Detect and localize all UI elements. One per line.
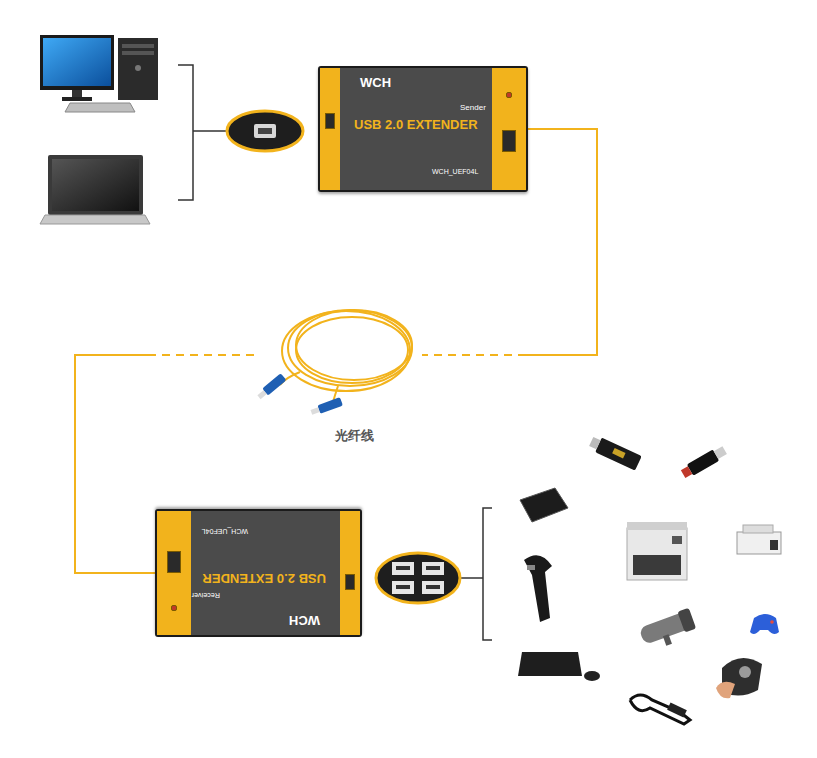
desktop-computer (40, 35, 158, 112)
fiber-cable (280, 310, 412, 402)
bracket (460, 508, 492, 640)
usb-port (345, 574, 355, 590)
extender-box: WCH SenderUSB 2.0 EXTENDER WCH_UEF04L (318, 66, 528, 192)
sc-connector (256, 373, 343, 416)
dash-gap (156, 350, 162, 360)
usb-devices (518, 434, 781, 724)
fiber-link (75, 129, 597, 573)
dash-gap (226, 350, 232, 360)
port-callout (376, 553, 460, 603)
end-cap (320, 68, 340, 190)
status-led (171, 605, 177, 611)
fiber-port (502, 130, 516, 152)
dash-gap (240, 350, 246, 360)
dash-gap (170, 350, 176, 360)
dash-gap (184, 350, 190, 360)
dash-gap (198, 350, 204, 360)
dash-gap (512, 350, 518, 360)
laptop (40, 155, 150, 224)
status-led (506, 92, 512, 98)
dash-gap (254, 350, 260, 360)
dash-gap (428, 350, 434, 360)
dash-gap (442, 350, 448, 360)
usb-port (325, 113, 335, 129)
product-name: USB 2.0 EXTENDER (202, 571, 326, 585)
end-cap (340, 511, 360, 635)
bracket (178, 65, 228, 200)
product-name: USB 2.0 EXTENDER (354, 118, 478, 132)
dash-gap (212, 350, 218, 360)
dash-gap (456, 350, 462, 360)
fiber-port (167, 551, 181, 573)
port-callout (227, 111, 303, 151)
dash-gap (498, 350, 504, 360)
role-label: Sender (460, 104, 486, 113)
line-gap (156, 349, 518, 361)
dash-gap (470, 350, 476, 360)
brand-logo: WCH (360, 76, 391, 90)
cable-label: 光纤线 (333, 427, 376, 445)
role-label: Receiver (192, 591, 220, 599)
end-cap (492, 68, 526, 190)
end-cap (157, 511, 191, 635)
model-number: WCH_UEF04L (202, 527, 248, 535)
brand-logo: WCH (289, 613, 320, 627)
extender-box: WCH Receiver USB 2.0 EXTENDER WCH_UEF04L (155, 509, 362, 637)
dash-gap (484, 350, 490, 360)
model-number: WCH_UEF04L (432, 168, 478, 176)
